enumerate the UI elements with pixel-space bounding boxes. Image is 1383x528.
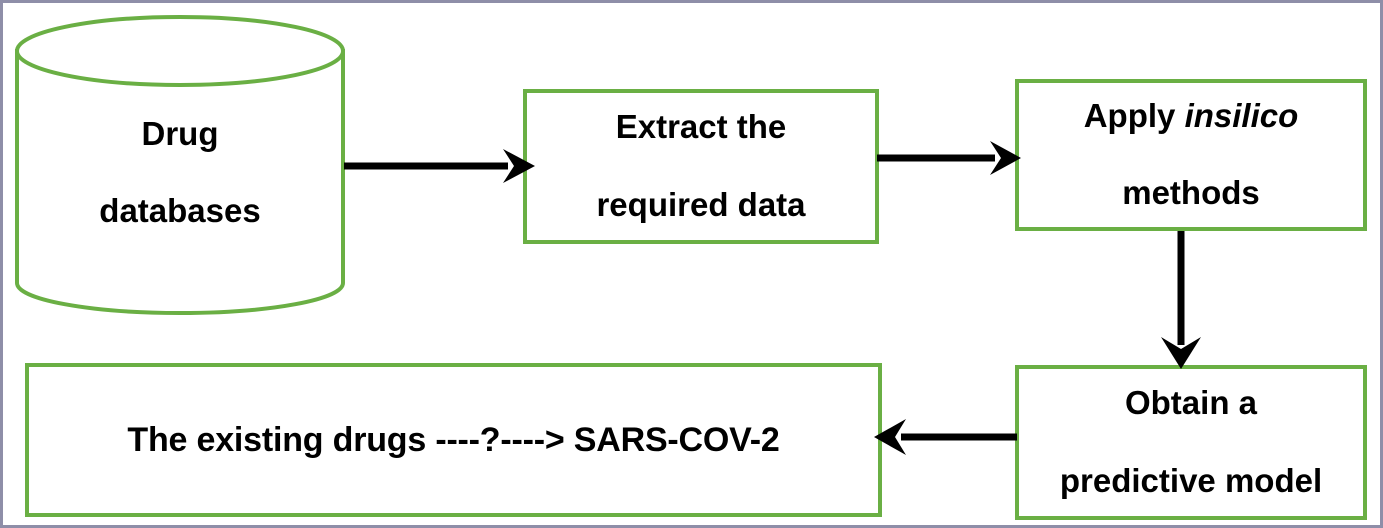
cylinder-top-ellipse bbox=[15, 15, 345, 87]
node-apply-insilico-methods[interactable] bbox=[1015, 79, 1367, 231]
arrow-apply-to-obtain bbox=[1161, 231, 1201, 369]
diagram-shapes-layer bbox=[15, 15, 1367, 520]
arrow-extract-to-apply bbox=[877, 141, 1021, 175]
arrow-obtain-to-outcome bbox=[874, 419, 1017, 455]
node-extract-data[interactable] bbox=[523, 89, 879, 244]
node-outcome[interactable] bbox=[25, 363, 882, 517]
cylinder-body bbox=[15, 49, 345, 315]
node-obtain-predictive-model[interactable] bbox=[1015, 365, 1367, 520]
arrow-databases-to-extract bbox=[344, 149, 535, 183]
node-drug-databases[interactable] bbox=[15, 15, 345, 315]
